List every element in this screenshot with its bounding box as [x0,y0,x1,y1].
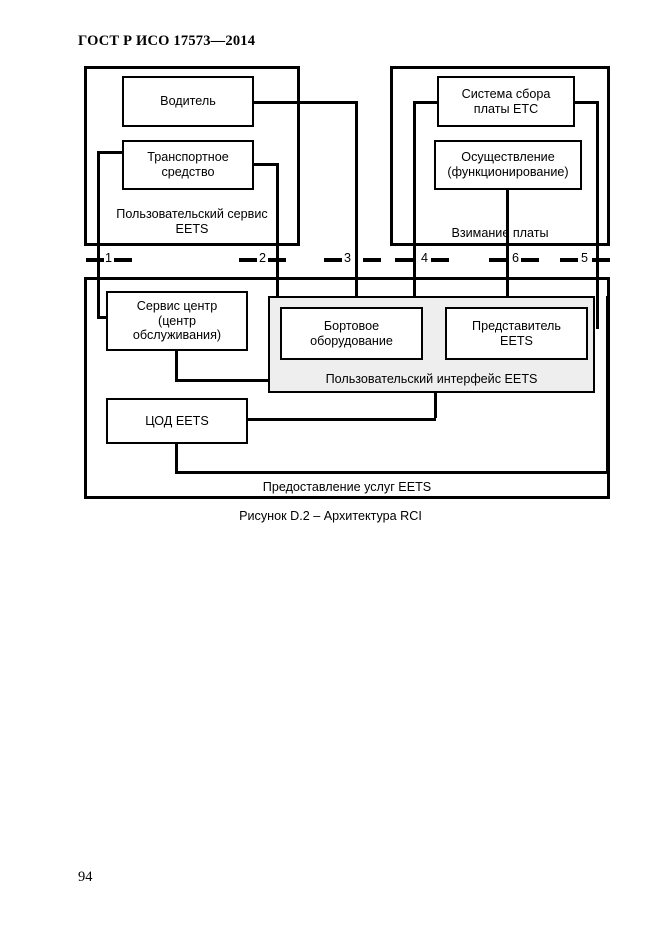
node-vehicle-label-line1: Транспортное [147,150,229,165]
connector-data-center-right [246,418,436,421]
iface-6-number: 6 [511,251,521,265]
container-toll-charging [390,66,610,246]
label-eets-service-provision: Предоставление услуг EETS [84,480,610,495]
connector-iface3-down [355,101,358,329]
container-user-service-eets [84,66,300,246]
iface-5-dash-right [592,258,610,262]
node-onboard-equipment-label-line2: оборудование [310,333,393,348]
node-service-center-label-line1: Сервис центр [136,298,218,313]
iface-4-dash-right [431,258,449,262]
architecture-diagram: Водитель Транспортное средство Пользоват… [84,66,610,499]
iface-1-number: 1 [104,251,114,265]
node-driver-label: Водитель [160,94,216,109]
iface-5-dash-left [560,258,578,262]
label-eets-user-interface-text: Пользовательский интерфейс EETS [325,372,538,386]
connector-iface5-down [596,101,599,329]
page-number: 94 [78,869,93,885]
connector-iface5-to-provider [596,296,599,310]
iface-1-dash-left [86,258,104,262]
iface-3-number: 3 [343,251,353,265]
iface-5-number: 5 [580,251,590,265]
node-operation-label-line1: Осуществление [461,150,555,165]
node-etc-system-label-line1: Система сбора [461,86,551,101]
label-toll-charging: Взимание платы [390,226,610,241]
node-eets-data-center: ЦОД EETS [106,398,248,444]
iface-4-number: 4 [420,251,430,265]
node-operation-label-line2: (функционирование) [447,165,569,179]
label-user-service-eets-line2: EETS [175,222,209,237]
connector-etc-system-right [572,101,599,104]
node-service-center-label-line2: (центр [158,313,196,328]
label-eets-service-provision-text: Предоставление услуг EETS [262,480,432,494]
node-eets-provider-label-line1: Представитель [472,318,561,333]
connector-vehicle-left [97,151,125,154]
node-vehicle: Транспортное средство [122,140,254,190]
connector-data-center-bottom [175,471,609,474]
connector-driver-right [252,101,358,104]
iface-4-dash-left [395,258,413,262]
label-user-service-eets: Пользовательский сервис EETS [84,207,300,237]
node-service-center-label-line3: обслуживания) [132,328,222,343]
connector-service-center-down [175,349,178,382]
label-toll-charging-text: Взимание платы [451,226,549,240]
node-onboard-equipment-label-line1: Бортовое [323,318,380,333]
node-vehicle-label-line2: средство [161,165,215,179]
label-user-service-eets-line1: Пользовательский сервис [116,207,268,221]
connector-iface4-down [413,101,416,329]
node-etc-system-label-line2: платы ETC [473,101,539,116]
connector-container-right-edge [606,296,609,474]
node-eets-provider: Представитель EETS [445,307,588,360]
node-eets-data-center-label: ЦОД EETS [145,413,209,428]
connector-etc-system-left [413,101,440,104]
document-header: ГОСТ Р ИСО 17573—2014 [78,33,256,49]
connector-service-center-right [175,379,275,382]
iface-3-dash-left [324,258,342,262]
iface-6-dash-left [489,258,507,262]
figure-caption: Рисунок D.2 – Архитектура RCI [239,509,422,523]
iface-1-dash-right [114,258,132,262]
iface-2-number: 2 [258,251,268,265]
label-eets-user-interface: Пользовательский интерфейс EETS [268,372,595,387]
node-etc-toll-collection-system: Система сбора платы ETC [437,76,575,127]
iface-2-dash-left [239,258,257,262]
node-onboard-equipment: Бортовое оборудование [280,307,423,360]
connector-iface6-down [506,188,509,329]
node-eets-provider-label-line2: EETS [500,333,533,348]
node-service-center: Сервис центр (центр обслуживания) [106,291,248,351]
connector-vehicle-right [252,163,279,166]
node-driver: Водитель [122,76,254,127]
connector-iface1-down [97,151,100,316]
connector-iface1-to-service-center [97,316,110,319]
connector-data-center-down [175,442,178,474]
iface-3-dash-right [363,258,381,262]
connector-iface2-down [276,163,279,329]
iface-6-dash-right [521,258,539,262]
iface-2-dash-right [268,258,286,262]
node-operation: Осуществление (функционирование) [434,140,582,190]
